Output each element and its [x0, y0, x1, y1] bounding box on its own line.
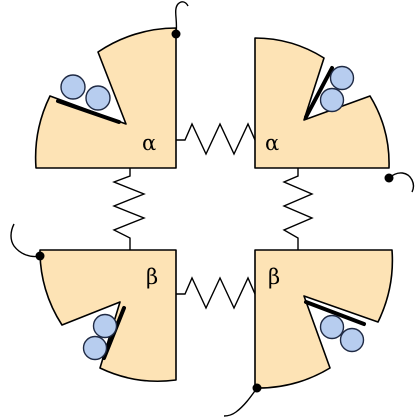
subunit-label-top-left: α [142, 131, 156, 155]
sector-top-right [254, 37, 390, 169]
sector-bottom-right [254, 249, 394, 389]
ball-top-left-2 [85, 85, 111, 111]
ball-bottom-right-2 [339, 327, 365, 353]
tether-anchor-bottom-right [252, 383, 262, 393]
subunit-bottom-right: β [223, 249, 394, 417]
sector-bottom-left [39, 249, 177, 382]
tether-top-right [388, 172, 415, 193]
ball-bottom-left-2 [82, 335, 108, 361]
tether-bottom-left [10, 223, 41, 258]
spring-right [282, 168, 314, 250]
tether-anchor-bottom-left [35, 251, 45, 261]
spring-top [176, 122, 262, 156]
ball-top-right-2 [319, 87, 345, 113]
subunit-label-top-right: α [265, 131, 279, 155]
spring-left [112, 168, 146, 250]
binding-bar-top-right [304, 66, 334, 119]
sector-top-left [34, 27, 177, 169]
binding-bar-bottom-right [304, 300, 366, 326]
tether-bottom-right [223, 387, 258, 417]
subunit-label-bottom-left: β [146, 265, 158, 289]
tether-anchor-top-left [171, 29, 181, 39]
ball-bottom-right-1 [319, 314, 345, 340]
subunit-top-left: α [34, 1, 189, 169]
subunit-label-bottom-right: β [268, 265, 280, 289]
ball-top-right-1 [329, 65, 355, 91]
subunit-top-right: α [254, 37, 415, 193]
tether-anchor-top-right [384, 173, 394, 183]
binding-bar-top-left [56, 99, 121, 124]
ball-bottom-left-1 [92, 313, 118, 339]
ball-top-left-1 [60, 74, 86, 100]
tether-top-left [174, 1, 189, 35]
spring-bottom [176, 276, 262, 310]
subunit-bottom-left: β [10, 223, 177, 382]
